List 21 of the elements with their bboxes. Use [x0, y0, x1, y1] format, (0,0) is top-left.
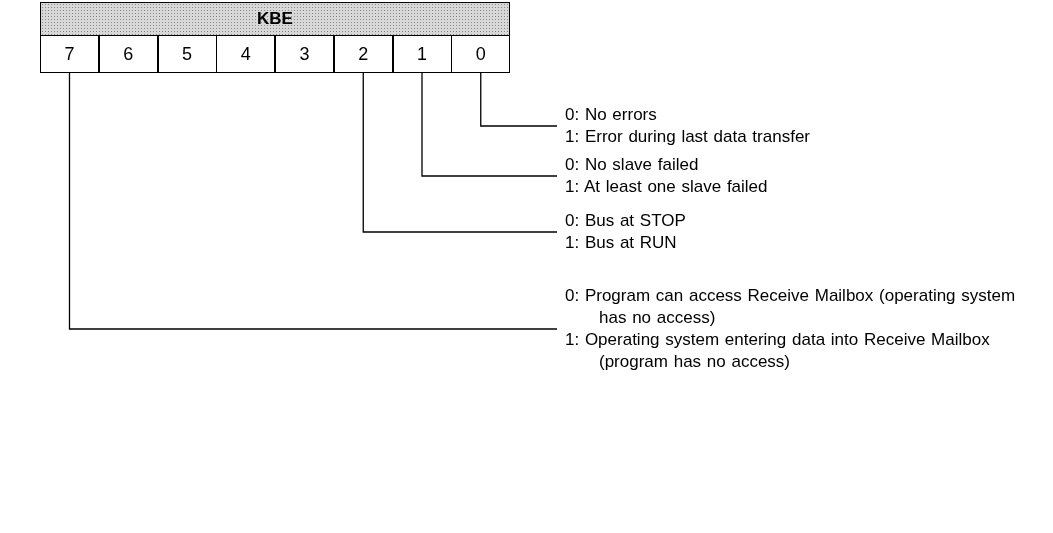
bit-cell: 0: [451, 35, 511, 73]
bit-cell: 4: [216, 35, 276, 73]
bit-state-text: 0: Bus at STOP: [565, 210, 687, 232]
bit-cell: 7: [40, 35, 99, 73]
bit-cell: 2: [333, 35, 393, 73]
bit-state-text: 1: Operating system entering data into Receive Mailbox (program has no access): [565, 329, 991, 373]
bit-state-text: 1: Bus at RUN: [565, 232, 678, 254]
bit-cell: 6: [98, 35, 158, 73]
bit-state-text: 1: At least one slave failed: [565, 176, 769, 198]
bit-cell: 5: [157, 35, 217, 73]
leader-line: [480, 72, 558, 127]
bit-state-text: 0: No slave failed: [565, 154, 700, 176]
bit-state-text: 0: Program can access Receive Mailbox (operating system has no access): [565, 285, 1017, 329]
leader-line: [421, 72, 558, 177]
leader-line: [68, 72, 558, 330]
bit-state-text: 1: Error during last data transfer: [565, 126, 811, 148]
leader-line: [362, 72, 558, 233]
bit-cell: 3: [275, 35, 334, 73]
register-header: KBE: [40, 2, 510, 36]
bit-cell: 1: [392, 35, 452, 73]
bit-state-text: 0: No errors: [565, 104, 658, 126]
